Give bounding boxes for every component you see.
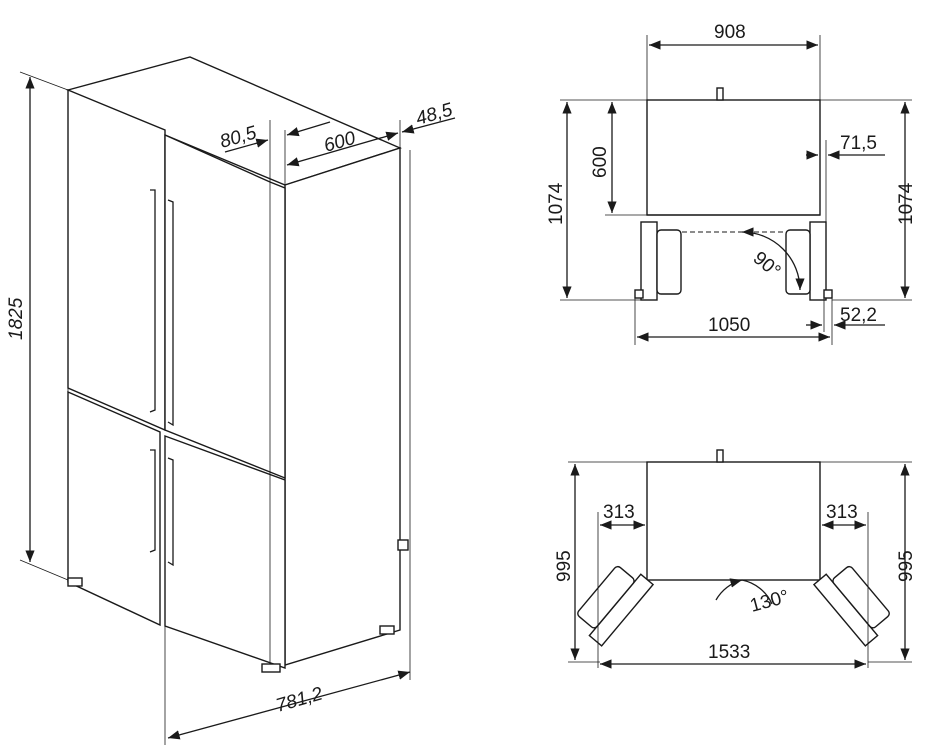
left-door-label: 313 [603, 502, 635, 523]
rear-connector [397, 539, 409, 551]
open-depth-label: 781,2 [274, 683, 326, 716]
angle-90-label: 90° [749, 248, 785, 283]
foot [67, 577, 83, 587]
upper-right-door [164, 133, 286, 480]
lower-left-door [67, 390, 161, 627]
depth-left-label: 995 [554, 550, 575, 582]
side-offset-label: 71,5 [840, 133, 877, 154]
door-handles [149, 189, 174, 567]
total-width-label: 1050 [708, 315, 750, 336]
fridge-body-plan [646, 99, 821, 216]
foot [261, 663, 281, 673]
body-depth-label: 600 [590, 146, 611, 178]
door-offset-label: 52,2 [840, 305, 877, 326]
depth-right-label: 995 [896, 550, 917, 582]
upper-left-door [67, 88, 166, 432]
fridge-side-panel [284, 147, 401, 666]
top-right-offset-label: 48,5 [414, 99, 456, 129]
lower-right-door [164, 434, 286, 669]
height-label: 1825 [6, 297, 27, 340]
left-door-open [640, 221, 658, 301]
right-door-open [809, 221, 827, 301]
foot [379, 625, 395, 635]
plan-view-90: 90° 908 1074 600 1074 71,5 1050 52,2 [546, 22, 917, 345]
isometric-view: 1825 781,2 80,5 600 48,5 [6, 56, 456, 745]
width-label: 908 [714, 22, 746, 43]
depth-right-label: 1074 [896, 182, 917, 225]
plan-view-130: 130° 995 995 313 313 1533 [554, 449, 917, 669]
fridge-body-plan [646, 461, 821, 581]
depth-left-label: 1074 [546, 182, 567, 225]
total-width-label: 1533 [708, 642, 750, 663]
angle-130-label: 130° [748, 586, 791, 616]
right-door-label: 313 [826, 502, 858, 523]
